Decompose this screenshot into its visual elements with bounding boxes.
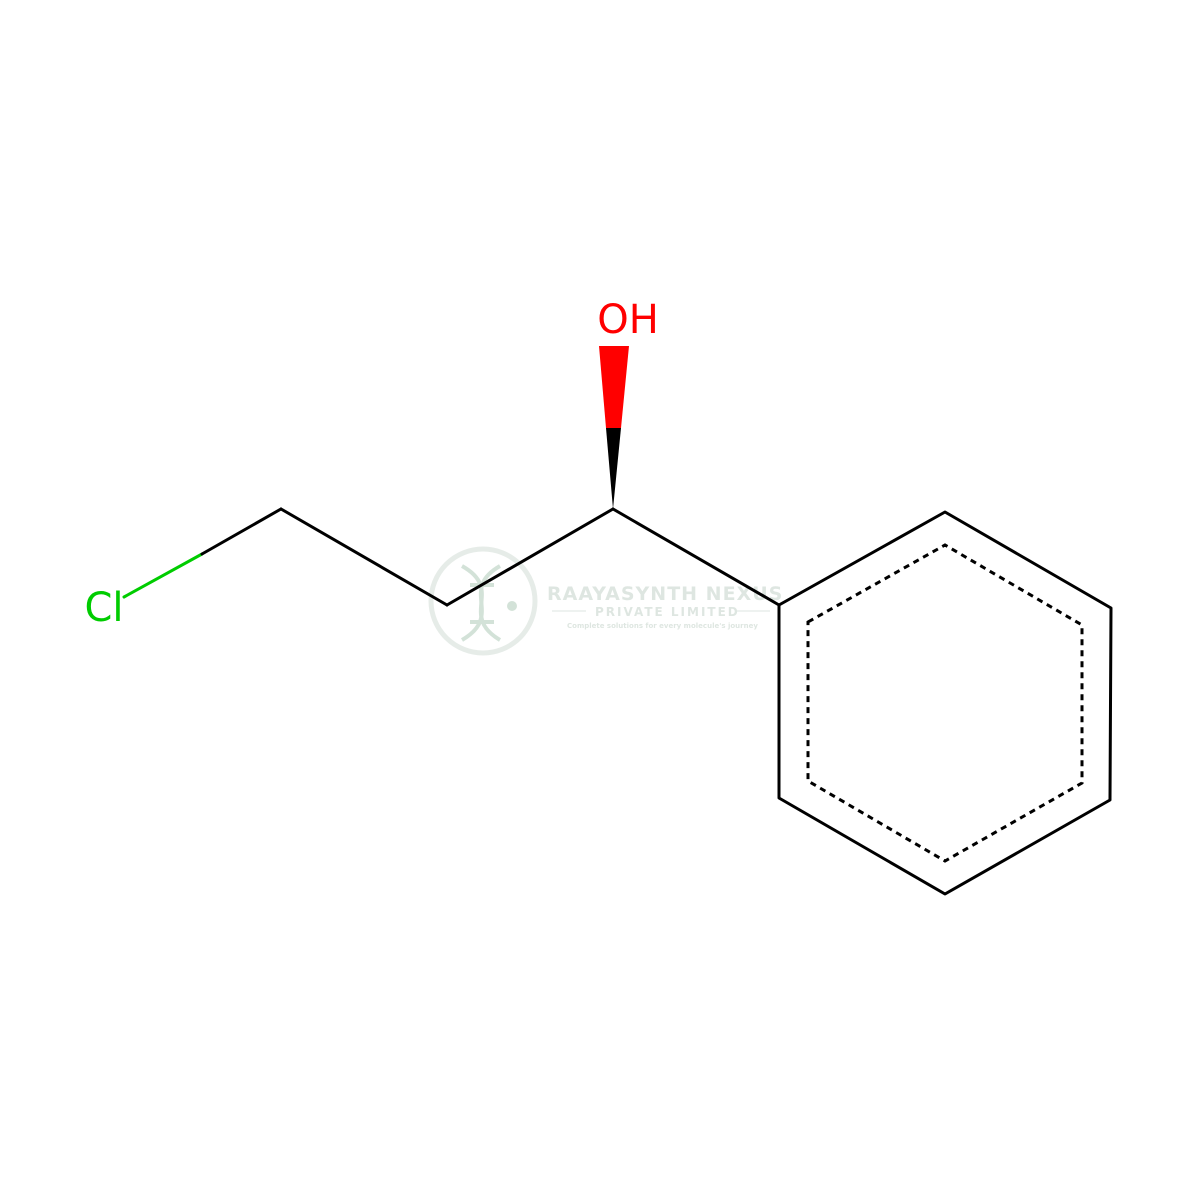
benzene-aromatic-inner-ring bbox=[806, 543, 1084, 863]
watermark-title: RAAYASYNTH NEXUS bbox=[547, 583, 783, 605]
bonds bbox=[122, 507, 781, 607]
watermark-subtitle: PRIVATE LIMITED bbox=[595, 605, 740, 619]
atom-label-cl: Cl bbox=[84, 585, 123, 631]
benzene-outer-ring bbox=[777, 510, 1113, 896]
watermark: RAAYASYNTH NEXUS PRIVATE LIMITED Complet… bbox=[428, 546, 783, 656]
watermark-logo-ring bbox=[428, 546, 538, 656]
bond-cl-c-continued bbox=[200, 507, 283, 556]
wedge-bond-oh bbox=[599, 346, 629, 509]
watermark-tagline: Complete solutions for every molecule's … bbox=[567, 622, 758, 630]
bond-cl-c bbox=[122, 552, 204, 599]
bond-c2-c3 bbox=[445, 507, 615, 607]
bond-c1-c2 bbox=[279, 507, 449, 607]
wedge-bond-base bbox=[606, 428, 621, 509]
molecule-node-icon bbox=[507, 601, 517, 611]
wedge-bond-tip bbox=[599, 346, 629, 428]
atom-label-oh: OH bbox=[597, 297, 659, 343]
benzene-ring bbox=[777, 510, 1113, 896]
bond-c3-phenyl bbox=[611, 507, 781, 607]
